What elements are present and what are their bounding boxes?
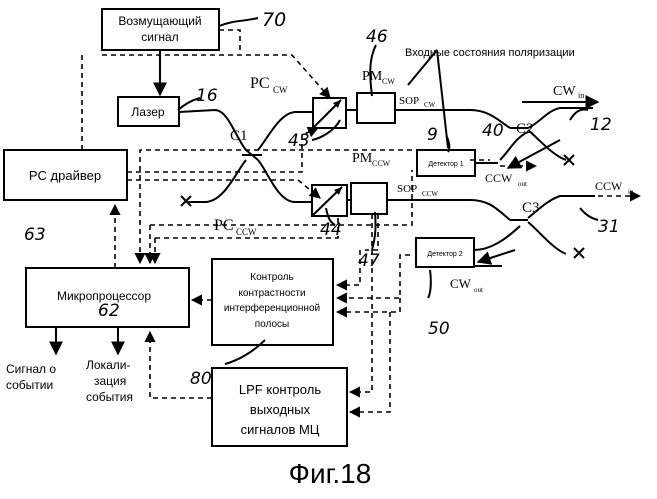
svg-text:CW: CW	[382, 77, 395, 86]
svg-text:Лазер: Лазер	[131, 105, 164, 119]
svg-text:выходных: выходных	[250, 402, 311, 417]
svg-text:CCW: CCW	[372, 159, 391, 168]
detector-1-box: Детектор 1	[417, 150, 475, 176]
svg-text:события: события	[86, 390, 133, 404]
svg-text:CW: CW	[450, 276, 472, 291]
sop-ccw-label: SOP CCW	[397, 183, 438, 198]
detector-2-box: Детектор 2	[416, 238, 474, 267]
svg-text:PC: PC	[214, 217, 234, 234]
svg-text:PC: PC	[250, 75, 270, 92]
svg-text:CW: CW	[273, 85, 288, 95]
svg-text:out: out	[518, 180, 527, 188]
pm-ccw-box	[351, 183, 387, 214]
svg-text:80: 80	[190, 369, 212, 389]
svg-text:70: 70	[262, 9, 286, 31]
pc-driver-box: PC драйвер	[4, 150, 127, 200]
svg-text:in: in	[628, 188, 634, 196]
svg-text:CCW: CCW	[595, 179, 623, 193]
pc-cw-box	[313, 98, 346, 128]
svg-text:Возмущающий: Возмущающий	[118, 14, 201, 28]
svg-text:зация: зация	[94, 374, 126, 388]
svg-text:CCW: CCW	[422, 190, 438, 198]
lpf-control-box: LPF контроль выходных сигналов МЦ	[212, 368, 347, 446]
svg-text:CCW: CCW	[485, 171, 513, 185]
svg-text:31: 31	[598, 217, 620, 237]
ccw-in-label: CCW in	[595, 179, 634, 196]
pm-ccw-label: PM CCW	[352, 151, 391, 168]
disturbance-signal-box: Возмущающий сигнал	[102, 9, 219, 50]
svg-text:Детектор 1: Детектор 1	[428, 161, 463, 168]
coupler-c2-label: C2	[516, 121, 534, 137]
output-labels: Сигнал о событии Локали- зация события	[6, 358, 133, 404]
cw-in-label: CW in	[553, 84, 584, 100]
svg-text:12: 12	[590, 115, 612, 135]
svg-text:9: 9	[427, 125, 438, 145]
svg-text:CCW: CCW	[236, 227, 257, 237]
svg-text:SOP: SOP	[399, 95, 419, 107]
cw-out-label: CW out	[450, 276, 483, 294]
svg-text:40: 40	[482, 121, 504, 141]
svg-text:43: 43	[288, 131, 310, 151]
ccw-out-label: CCW out	[485, 171, 527, 188]
input-polarization-label: Входные состояния поляризации	[405, 47, 575, 59]
svg-text:PC драйвер: PC драйвер	[29, 168, 101, 183]
svg-text:47: 47	[358, 251, 380, 271]
svg-text:62: 62	[98, 301, 120, 321]
svg-text:46: 46	[366, 27, 388, 47]
svg-text:PM: PM	[352, 151, 373, 166]
coupler-c3-label: C3	[522, 200, 540, 216]
pm-cw-label: PM CW	[362, 69, 395, 86]
svg-text:63: 63	[24, 225, 46, 245]
svg-text:полосы: полосы	[255, 319, 289, 330]
event-localization-label: Локали-	[86, 358, 130, 372]
svg-text:out: out	[474, 286, 483, 294]
svg-text:LPF контроль: LPF контроль	[239, 382, 321, 397]
laser-box: Лазер	[118, 97, 179, 126]
svg-text:Детектор 2: Детектор 2	[427, 251, 462, 258]
pc-ccw-label: PC CCW	[214, 217, 257, 237]
svg-text:in: in	[578, 91, 584, 100]
event-signal-label: Сигнал о	[6, 362, 56, 376]
svg-text:интерференционной: интерференционной	[224, 302, 320, 314]
svg-text:Контроль: Контроль	[250, 272, 293, 283]
svg-text:50: 50	[428, 319, 450, 339]
svg-text:PM: PM	[362, 69, 383, 84]
fringe-contrast-control-box: Контроль контрастности интерференционной…	[212, 259, 333, 345]
svg-text:CW: CW	[424, 101, 436, 109]
svg-text:CW: CW	[553, 84, 576, 99]
pm-cw-box	[357, 93, 395, 123]
figure-caption: Фиг.18	[289, 458, 372, 489]
svg-text:контрастности: контрастности	[238, 288, 305, 299]
pc-ccw-box	[312, 185, 347, 216]
sop-cw-label: SOP CW	[399, 95, 436, 109]
pc-cw-label: PC CW	[250, 75, 288, 95]
svg-text:44: 44	[320, 220, 342, 240]
svg-text:SOP: SOP	[397, 183, 417, 195]
svg-text:сигналов МЦ: сигналов МЦ	[241, 422, 320, 437]
svg-text:16: 16	[196, 86, 218, 106]
svg-text:сигнал: сигнал	[141, 30, 178, 44]
svg-text:событии: событии	[6, 378, 53, 392]
coupler-c1-label: C1	[230, 128, 248, 144]
